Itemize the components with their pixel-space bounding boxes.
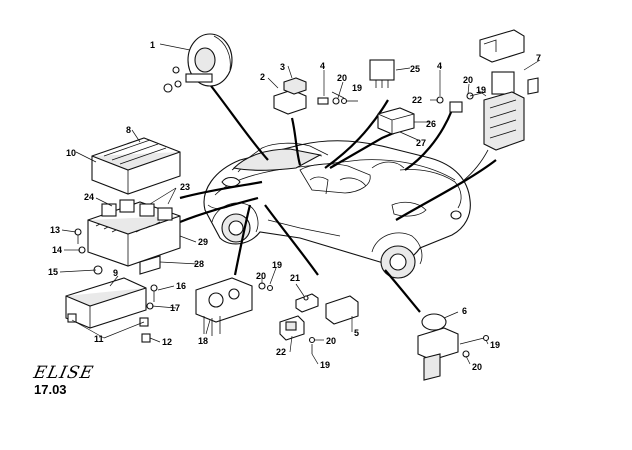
callout-20-top-right: 20 [463, 75, 473, 85]
callout-3: 3 [280, 62, 285, 72]
callout-20-sensor: 20 [326, 336, 336, 346]
callout-12: 12 [162, 337, 172, 347]
callout-28: 28 [194, 259, 204, 269]
callout-7: 7 [536, 53, 541, 63]
callout-6: 6 [462, 306, 467, 316]
callout-22-top-right: 22 [412, 95, 422, 105]
car-illustration [203, 140, 471, 279]
callout-9: 9 [113, 268, 118, 278]
brand-logo: ELISE [31, 363, 96, 383]
callout-22-sensor: 22 [276, 347, 286, 357]
callout-10: 10 [66, 148, 76, 158]
part-horn [163, 33, 233, 93]
part-ecu [91, 137, 181, 195]
callout-19-top-centre: 19 [352, 83, 362, 93]
callout-19-sensor: 19 [320, 360, 330, 370]
part-screws-left [74, 228, 103, 275]
part-fuse-board [87, 199, 181, 275]
part-relay-2-3 [273, 77, 307, 115]
callout-29: 29 [198, 237, 208, 247]
part-module-26 [377, 107, 415, 135]
callout-1: 1 [150, 40, 155, 50]
callout-2: 2 [260, 72, 265, 82]
part-sensor-5 [279, 293, 359, 354]
callout-labels: 1 2 3 4 20 19 25 4 20 19 22 7 26 27 8 10… [48, 40, 541, 372]
part-module-9 [65, 277, 158, 343]
part-relay-25 [369, 59, 395, 88]
callout-13: 13 [50, 225, 60, 235]
callout-20-bottom-right: 20 [472, 362, 482, 372]
callout-19-bracket: 19 [272, 260, 282, 270]
callout-5: 5 [354, 328, 359, 338]
callout-23: 23 [180, 182, 190, 192]
callout-11: 11 [94, 334, 104, 344]
callout-17: 17 [170, 303, 180, 313]
callout-25: 25 [410, 64, 420, 74]
leader-lines [59, 43, 541, 365]
callout-16: 16 [176, 281, 186, 291]
part-bolt-set-top [317, 97, 358, 105]
callout-4-top-right: 4 [437, 61, 442, 71]
sheet-number: 17.03 [34, 382, 67, 397]
part-fuse-box-7 [436, 29, 539, 181]
callout-20-top-centre: 20 [337, 73, 347, 83]
callout-21: 21 [290, 273, 300, 283]
callout-4-top-centre: 4 [320, 61, 325, 71]
part-sensor-6 [417, 313, 490, 381]
callout-18: 18 [198, 336, 208, 346]
callout-26: 26 [426, 119, 436, 129]
callout-19-top-right: 19 [476, 85, 486, 95]
callout-8: 8 [126, 125, 131, 135]
callout-24: 24 [84, 192, 94, 202]
callout-15: 15 [48, 267, 58, 277]
callout-20-bracket: 20 [256, 271, 266, 281]
part-bracket-18 [195, 277, 274, 336]
callout-27: 27 [416, 138, 426, 148]
callout-14: 14 [52, 245, 62, 255]
callout-19-bottom-right: 19 [490, 340, 500, 350]
